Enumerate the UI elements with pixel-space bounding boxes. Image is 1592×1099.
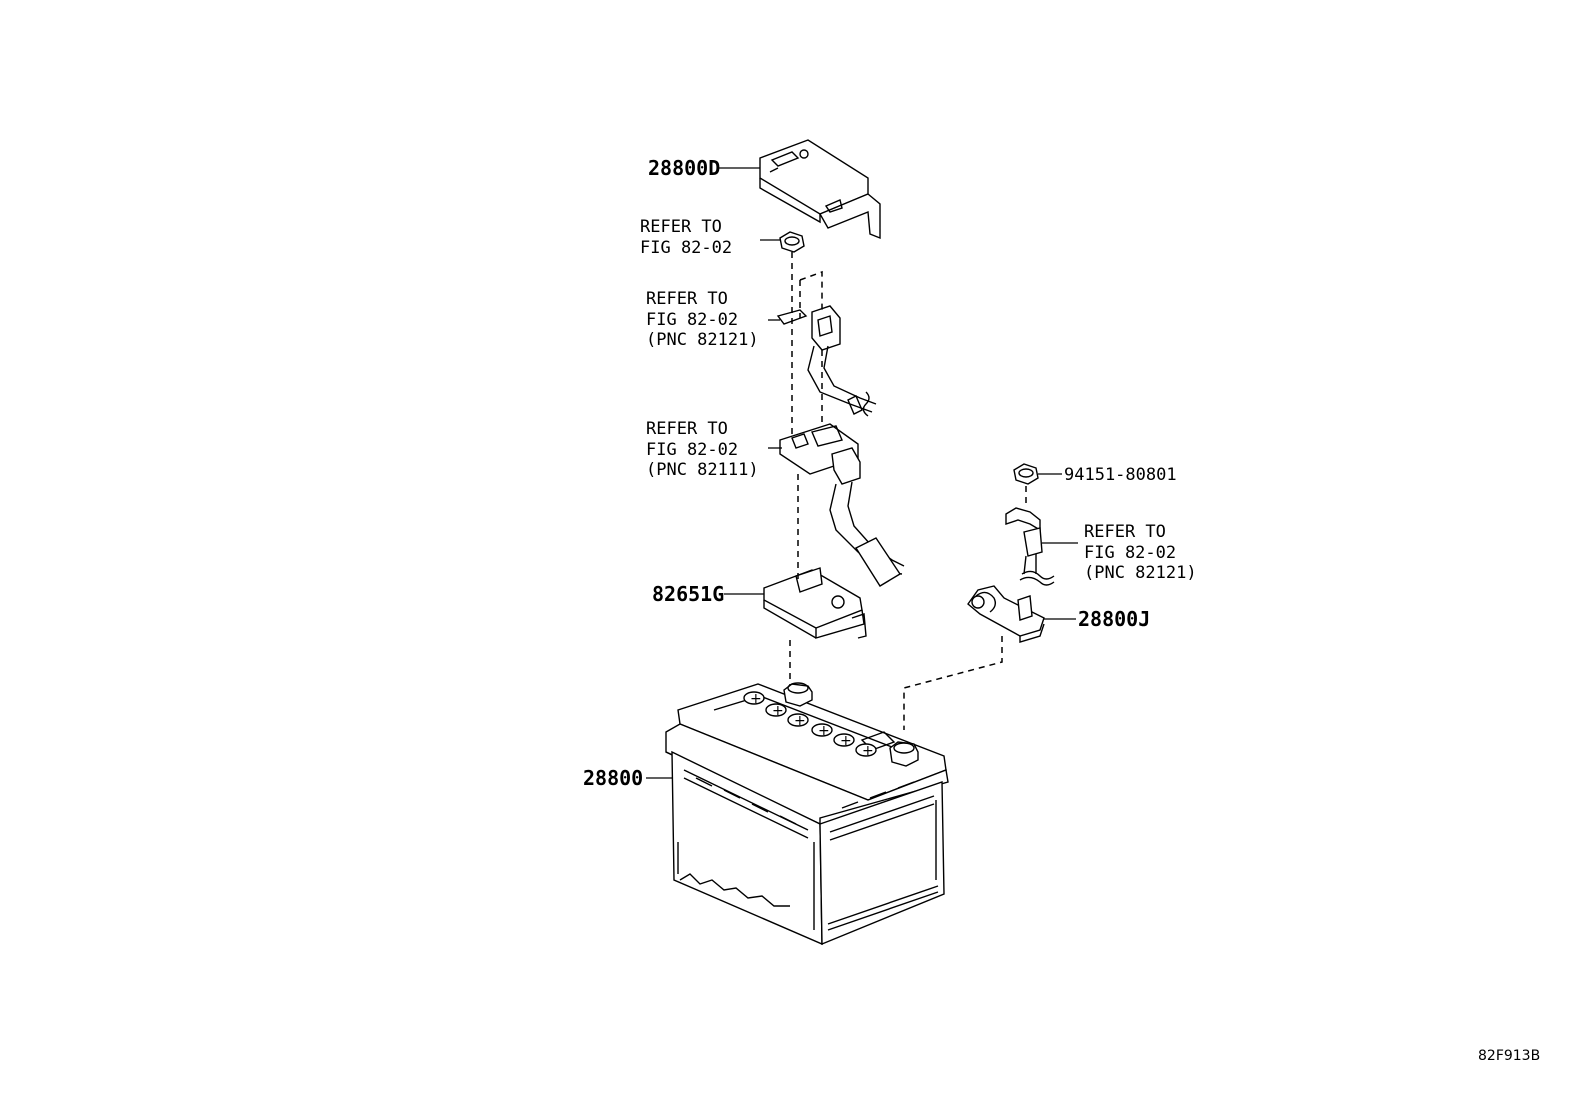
- cell-symbol-6: +: [862, 743, 874, 759]
- refer-note-4-line2: FIG 82-02: [1084, 543, 1176, 563]
- refer-note-1-line2: FIG 82-02: [640, 238, 732, 258]
- cell-symbol-4: +: [818, 723, 830, 739]
- cell-symbol-3: +: [794, 713, 806, 729]
- cable-terminal-right[interactable]: [1005, 507, 1055, 586]
- refer-note-4-line3: (PNC 82121): [1084, 563, 1197, 583]
- cell-cap-1: +: [743, 691, 765, 707]
- figure-id: 82F913B: [1478, 1048, 1540, 1064]
- refer-note-3-line3: (PNC 82111): [646, 460, 759, 480]
- battery-clamp-part[interactable]: [763, 567, 867, 639]
- part-label-cover: 28800D: [648, 156, 720, 180]
- refer-note-1-line1: REFER TO: [640, 217, 722, 237]
- assembly-lines-right: [903, 486, 1027, 730]
- assembly-lines-left: [789, 252, 823, 688]
- fuse-block-part[interactable]: [779, 423, 905, 587]
- refer-note-4[interactable]: REFER TO FIG 82-02 (PNC 82121): [1084, 522, 1197, 583]
- cell-cap-2: +: [765, 703, 787, 719]
- battery-cell-caps: + + + + + +: [743, 691, 877, 759]
- part-label-battery: 28800: [583, 766, 643, 790]
- part-label-clamp: 82651G: [652, 582, 724, 606]
- part-label-nut-right: 94151-80801: [1064, 465, 1177, 485]
- terminal-cover-part[interactable]: [759, 139, 881, 240]
- refer-note-2-line2: FIG 82-02: [646, 310, 738, 330]
- refer-note-1[interactable]: REFER TO FIG 82-02: [640, 217, 732, 258]
- part-label-neg-terminal: 28800J: [1078, 607, 1150, 631]
- cell-cap-6: +: [855, 743, 877, 759]
- hex-nut-left[interactable]: [779, 231, 805, 253]
- negative-terminal-part[interactable]: [967, 585, 1045, 643]
- refer-note-2-line1: REFER TO: [646, 289, 728, 309]
- refer-note-3-line1: REFER TO: [646, 419, 728, 439]
- refer-note-2-line3: (PNC 82121): [646, 330, 759, 350]
- cell-symbol-1: +: [750, 691, 762, 707]
- battery-part[interactable]: [665, 682, 949, 946]
- cell-symbol-2: +: [772, 703, 784, 719]
- refer-note-3[interactable]: REFER TO FIG 82-02 (PNC 82111): [646, 419, 759, 480]
- cell-symbol-5: +: [840, 733, 852, 749]
- cable-terminal-upper[interactable]: [776, 305, 877, 417]
- refer-note-3-line2: FIG 82-02: [646, 440, 738, 460]
- cell-cap-3: +: [787, 713, 809, 729]
- cell-cap-4: +: [811, 723, 833, 739]
- refer-note-4-line1: REFER TO: [1084, 522, 1166, 542]
- refer-note-2[interactable]: REFER TO FIG 82-02 (PNC 82121): [646, 289, 759, 350]
- hex-nut-right[interactable]: [1013, 463, 1039, 485]
- cell-cap-5: +: [833, 733, 855, 749]
